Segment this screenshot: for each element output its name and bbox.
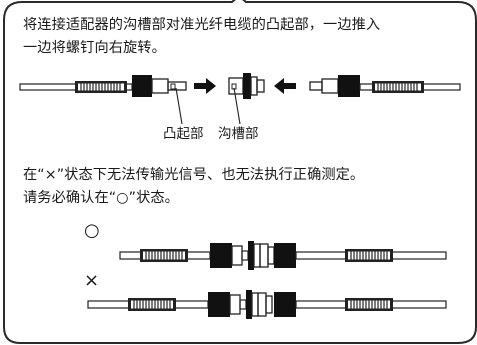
incorrect-assembly-diagram bbox=[87, 290, 447, 319]
top-connection-diagram bbox=[19, 73, 461, 125]
warning-line-1: 在“×”状态下无法传输光信号、也无法执行正确测定。 bbox=[23, 167, 365, 183]
ok-mark-icon: ○ bbox=[84, 220, 100, 241]
ng-mark-icon: × bbox=[84, 270, 100, 291]
right-cable bbox=[309, 75, 461, 97]
arrow-right-icon bbox=[194, 78, 216, 94]
groove-leader-line bbox=[233, 87, 241, 125]
groove-part-label: 沟槽部 bbox=[218, 126, 259, 142]
convex-leader-line bbox=[175, 87, 183, 125]
convex-part-label: 凸起部 bbox=[163, 126, 204, 142]
left-cable bbox=[19, 75, 187, 97]
correct-assembly-diagram bbox=[119, 241, 447, 270]
instruction-line-1: 将连接适配器的沟槽部对准光纤电缆的凸起部，一边推入 bbox=[23, 17, 381, 33]
arrow-left-icon bbox=[274, 78, 296, 94]
adapter bbox=[228, 73, 265, 99]
warning-line-2: 请务必确认在“○”状态。 bbox=[23, 190, 179, 206]
instruction-line-2: 一边将螺钉向右旋转。 bbox=[23, 40, 166, 56]
